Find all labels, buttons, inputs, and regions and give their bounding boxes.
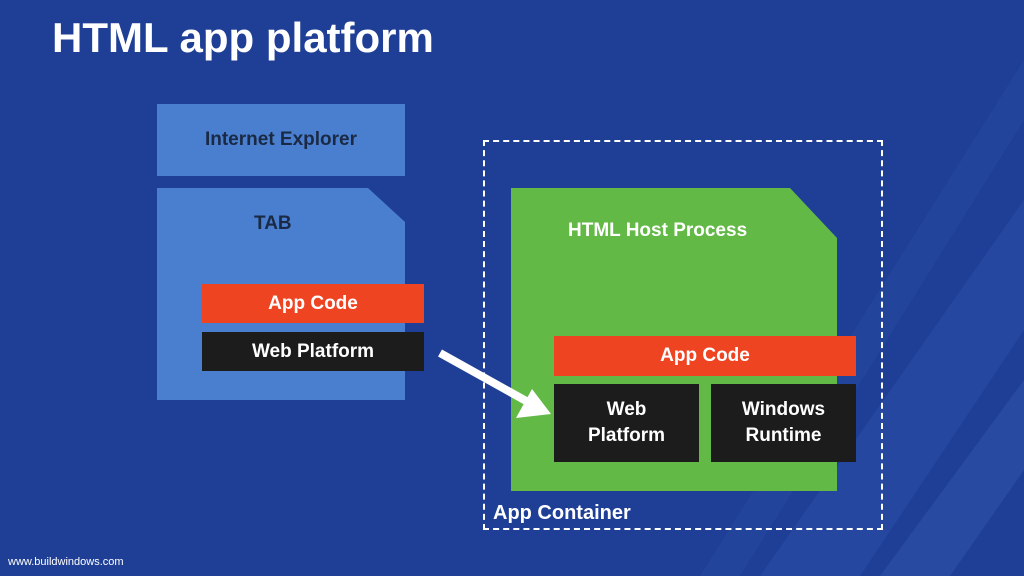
app-container-box xyxy=(483,140,883,530)
windows-runtime-box: Windows Runtime xyxy=(711,384,856,462)
html-host-process-label: HTML Host Process xyxy=(568,220,748,241)
internet-explorer-box: Internet Explorer xyxy=(157,104,405,176)
host-app-code-bar: App Code xyxy=(554,336,856,376)
internet-explorer-label: Internet Explorer xyxy=(204,129,358,150)
footer-url: www.buildwindows.com xyxy=(8,556,124,568)
app-container-label: App Container xyxy=(493,502,631,524)
slide-title: HTML app platform xyxy=(52,14,434,61)
host-web-platform-label: Web Platform xyxy=(587,399,666,446)
windows-runtime-label: Windows Runtime xyxy=(741,399,826,446)
host-web-platform-box: Web Platform xyxy=(554,384,699,462)
host-app-code-label: App Code xyxy=(660,345,750,366)
browser-app-code-label: App Code xyxy=(268,292,358,314)
browser-web-platform-bar: Web Platform xyxy=(202,332,424,371)
tab-label: TAB xyxy=(254,213,292,234)
browser-web-platform-label: Web Platform xyxy=(251,340,375,362)
browser-app-code-bar: App Code xyxy=(202,284,424,323)
